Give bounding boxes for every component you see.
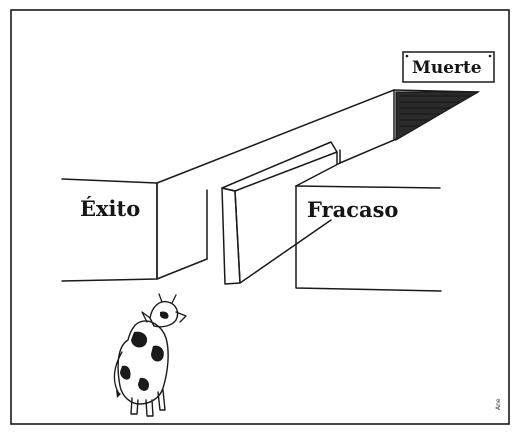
muerte-sign — [402, 51, 495, 83]
fracaso-label: Fracaso — [307, 197, 398, 222]
artist-signature: Ane — [495, 398, 502, 410]
death-passage-shadow — [395, 91, 481, 142]
exito-label: Éxito — [80, 196, 140, 221]
muerte-label: Muerte — [412, 58, 482, 78]
cow-illustration — [113, 293, 187, 417]
shadow-hatching — [400, 95, 470, 127]
door-panel — [221, 141, 338, 285]
